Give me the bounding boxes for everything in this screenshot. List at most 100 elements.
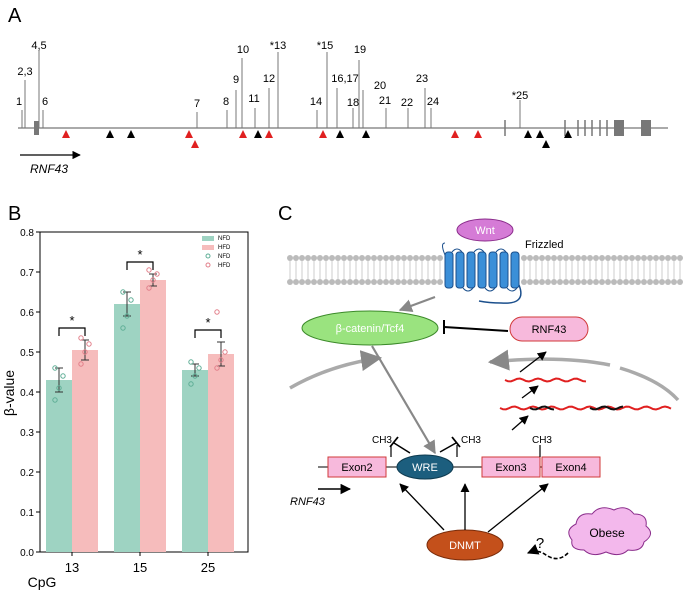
lipid-bottom <box>563 279 569 285</box>
wnt-label: Wnt <box>475 225 495 237</box>
lipid-top <box>329 255 335 261</box>
lipid-bottom <box>389 279 395 285</box>
point-HFD-25-0 <box>214 365 220 371</box>
feedback-arc-left <box>289 350 383 390</box>
cpg-site-7-label: 9 <box>233 74 239 86</box>
lipid-top <box>563 255 569 261</box>
lipid-bottom <box>653 279 659 285</box>
lipid-top <box>569 255 575 261</box>
cpg-site-22-label: *25 <box>512 90 529 102</box>
cpg-triangle-10 <box>336 130 344 138</box>
lipid-bottom <box>287 279 293 285</box>
y-tick-label-4: 0.4 <box>20 388 34 399</box>
x-tick-label-13: 13 <box>65 560 79 575</box>
cpg-site-10-label: *13 <box>270 40 287 52</box>
lipid-top <box>647 255 653 261</box>
splicing-arrow <box>521 385 539 399</box>
rnf43-inhibition-line <box>443 326 509 332</box>
mrna-transcript-1 <box>504 377 587 383</box>
y-tick-label-5: 0.5 <box>20 348 34 359</box>
lipid-bottom <box>635 279 641 285</box>
lipid-top <box>521 255 527 261</box>
cpg-triangle-12 <box>451 130 459 138</box>
lipid-top <box>671 255 677 261</box>
cpg-triangle-15 <box>536 130 544 138</box>
lipid-bottom <box>569 279 575 285</box>
lipid-bottom <box>425 279 431 285</box>
point-NFD-13-3 <box>52 365 58 371</box>
lipid-top <box>551 255 557 261</box>
bar-HFD-25 <box>208 354 234 552</box>
point-NFD-15-3 <box>120 289 126 295</box>
exon-box-3 <box>641 120 651 136</box>
y-tick-label-0: 0.0 <box>20 548 34 559</box>
feedback-arc-right <box>487 349 611 371</box>
lipid-bottom <box>521 279 527 285</box>
cpg-triangle-9 <box>319 130 327 138</box>
cpg-site-19-label: 22 <box>401 97 413 109</box>
lipid-bottom <box>581 279 587 285</box>
lipid-top <box>581 255 587 261</box>
lipid-top <box>533 255 539 261</box>
point-NFD-13-0 <box>52 397 58 403</box>
lipid-bottom <box>299 279 305 285</box>
x-tick-label-25: 25 <box>201 560 215 575</box>
lipid-top <box>611 255 617 261</box>
dnmt-label: DNMT <box>449 540 481 552</box>
lipid-top <box>623 255 629 261</box>
cpg-site-13-label: *15 <box>317 40 334 52</box>
lipid-top <box>335 255 341 261</box>
cpg-site-5-label: 7 <box>194 98 200 110</box>
catenin-to-wre-arrow <box>371 345 436 455</box>
lipid-bottom <box>395 279 401 285</box>
cpg-triangle-4 <box>185 130 193 138</box>
point-HFD-15-2 <box>154 271 160 277</box>
lipid-bottom <box>383 279 389 285</box>
mrna-transcript-2 <box>499 405 672 411</box>
x-axis-label: CpG <box>28 574 57 590</box>
y-tick-label-6: 0.6 <box>20 308 34 319</box>
lipid-top <box>635 255 641 261</box>
ch3-block-bar-2 <box>451 436 461 448</box>
panel-label-c: C <box>278 203 292 225</box>
lipid-bottom <box>551 279 557 285</box>
lipid-bottom <box>671 279 677 285</box>
point-HFD-13-3 <box>78 335 84 341</box>
lipid-bottom <box>365 279 371 285</box>
cpg-site-3-label: 4,5 <box>31 40 46 52</box>
lipid-bottom <box>353 279 359 285</box>
legend-label-0: NFD <box>218 236 231 242</box>
exon4-box <box>541 456 601 478</box>
ch3-block-bar-1 <box>389 436 399 448</box>
cpg-site-17-label: 20 <box>374 80 386 92</box>
bar-HFD-13 <box>72 350 98 552</box>
ch3-block-line-1 <box>393 442 411 454</box>
point-HFD-25-1 <box>218 357 224 363</box>
significance-bracket-15 <box>126 261 154 270</box>
frizzled-label: Frizzled <box>525 239 564 251</box>
significance-bracket-25 <box>194 329 222 338</box>
lipid-top <box>293 255 299 261</box>
cpg-site-11-label: 12 <box>263 73 275 85</box>
lipid-top <box>629 255 635 261</box>
lipid-top <box>347 255 353 261</box>
lipid-top <box>665 255 671 261</box>
lipid-bottom <box>335 279 341 285</box>
rnf43-gene-label: RNF43 <box>290 496 326 508</box>
point-NFD-15-2 <box>128 297 134 303</box>
cpg-triangle-14 <box>524 130 532 138</box>
lipid-bottom <box>413 279 419 285</box>
bar-HFD-15 <box>140 280 166 552</box>
cpg-site-4-label: 6 <box>42 96 48 108</box>
lipid-bottom <box>545 279 551 285</box>
lipid-bottom <box>659 279 665 285</box>
lipid-bottom <box>539 279 545 285</box>
lipid-bottom <box>593 279 599 285</box>
ch3-label-1: CH3 <box>372 435 392 446</box>
lipid-top <box>305 255 311 261</box>
point-HFD-13-2 <box>86 341 92 347</box>
lipid-bottom <box>557 279 563 285</box>
exon3-label: Exon3 <box>495 462 526 474</box>
